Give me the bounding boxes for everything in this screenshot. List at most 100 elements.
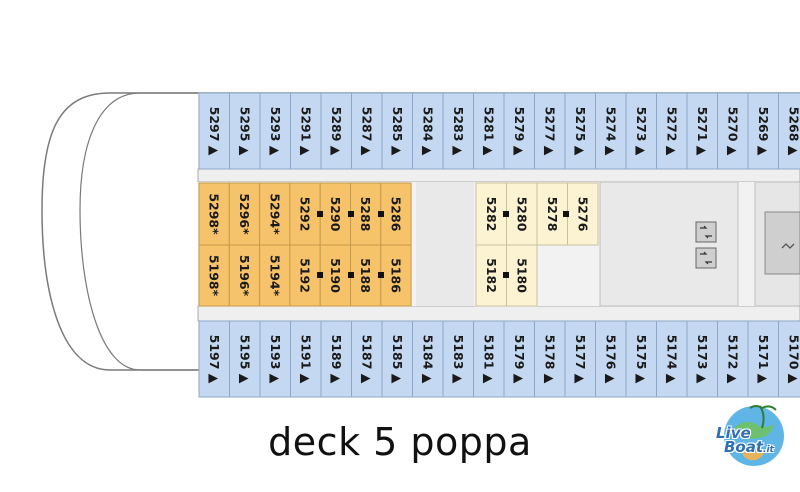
cabin-number: 5176 ▲	[603, 335, 618, 384]
cabin-number: 5270 ▲	[725, 107, 740, 156]
cabin-top-5272[interactable]: 5272 ▲	[656, 92, 688, 170]
logo-suffix: .it	[763, 445, 774, 455]
cabin-bottom-5181[interactable]: 5181 ▲	[473, 320, 505, 398]
cabin-inner-5188[interactable]: 5188	[350, 244, 382, 307]
cabin-inner-5186[interactable]: 5186	[380, 244, 412, 307]
cabin-number: 5189 ▲	[329, 335, 344, 384]
cabin-number: 5289 ▲	[329, 107, 344, 156]
logo-line2: Boat	[724, 438, 764, 456]
cabin-number: 5293 ▲	[268, 107, 283, 156]
cabin-number: 5292	[298, 197, 313, 232]
cabin-number: 5198*	[207, 255, 222, 297]
cabin-inner-5290[interactable]: 5290	[319, 182, 352, 246]
logo-line1: Live	[716, 424, 751, 442]
stairwell	[764, 211, 800, 275]
cabin-bottom-5174[interactable]: 5174 ▲	[656, 320, 688, 398]
cabin-number: 5287 ▲	[359, 107, 374, 156]
cabin-number: 5283 ▲	[451, 107, 466, 156]
cabin-inner-5192[interactable]: 5192	[289, 244, 321, 307]
cabin-top-5274[interactable]: 5274 ▲	[595, 92, 627, 170]
hull-inner-line	[79, 92, 198, 371]
cabin-number: 5170 ▲	[786, 335, 800, 384]
liveboat-logo: Live Boat.it	[712, 398, 796, 472]
cabin-inner-5198[interactable]: 5198*	[198, 244, 230, 307]
cabin-top-5277[interactable]: 5277 ▲	[534, 92, 566, 170]
cabin-number: 5178 ▲	[542, 335, 557, 384]
cabin-top-5289[interactable]: 5289 ▲	[320, 92, 352, 170]
cabin-number: 5294*	[267, 193, 282, 235]
cabin-top-5281[interactable]: 5281 ▲	[473, 92, 505, 170]
cabin-inner-5286[interactable]: 5286	[380, 182, 412, 246]
cabin-top-5293[interactable]: 5293 ▲	[259, 92, 291, 170]
cabin-number: 5195 ▲	[237, 335, 252, 384]
cabin-top-5297[interactable]: 5297 ▲	[198, 92, 230, 170]
cabin-top-5269[interactable]: 5269 ▲	[747, 92, 779, 170]
cabin-bottom-5195[interactable]: 5195 ▲	[229, 320, 261, 398]
cabin-bottom-5184[interactable]: 5184 ▲	[412, 320, 444, 398]
cabin-inner-5292[interactable]: 5292	[289, 182, 321, 246]
cabin-top-5268[interactable]: 5268 ▲	[778, 92, 800, 170]
cabin-inner-5282[interactable]: 5282	[475, 182, 507, 246]
cabin-top-5284[interactable]: 5284 ▲	[412, 92, 444, 170]
cabin-top-5295[interactable]: 5295 ▲	[229, 92, 261, 170]
cabin-top-5287[interactable]: 5287 ▲	[351, 92, 383, 170]
cabin-inner-5294[interactable]: 5294*	[259, 182, 291, 246]
cabin-number: 5280	[514, 197, 529, 232]
cabin-bottom-5171[interactable]: 5171 ▲	[747, 320, 779, 398]
elevator-icon	[695, 221, 717, 243]
cabin-top-5291[interactable]: 5291 ▲	[290, 92, 322, 170]
cabin-bottom-5172[interactable]: 5172 ▲	[717, 320, 749, 398]
cabin-inner-5278[interactable]: 5278	[536, 182, 568, 246]
cabin-number: 5192	[298, 258, 313, 293]
cabin-inner-5288[interactable]: 5288	[350, 182, 382, 246]
cabin-top-5285[interactable]: 5285 ▲	[381, 92, 413, 170]
cabin-bottom-5187[interactable]: 5187 ▲	[351, 320, 383, 398]
cabin-bottom-5193[interactable]: 5193 ▲	[259, 320, 291, 398]
cabin-top-5275[interactable]: 5275 ▲	[564, 92, 596, 170]
connecting-door-marker	[503, 272, 509, 278]
cabin-number: 5271 ▲	[695, 107, 710, 156]
cabin-inner-5196[interactable]: 5196*	[228, 244, 261, 307]
cabin-inner-5276[interactable]: 5276	[567, 182, 599, 246]
inner-block-left	[416, 182, 474, 306]
cabin-inner-5296[interactable]: 5296*	[228, 182, 261, 246]
cabin-number: 5281 ▲	[481, 107, 496, 156]
cabin-bottom-5191[interactable]: 5191 ▲	[290, 320, 322, 398]
cabin-inner-5280[interactable]: 5280	[506, 182, 538, 246]
cabin-bottom-5177[interactable]: 5177 ▲	[564, 320, 596, 398]
cabin-number: 5296*	[237, 193, 252, 235]
cabin-number: 5276	[575, 197, 590, 232]
cabin-number: 5184 ▲	[420, 335, 435, 384]
cabin-top-5271[interactable]: 5271 ▲	[686, 92, 718, 170]
cabin-top-5279[interactable]: 5279 ▲	[503, 92, 535, 170]
cabin-inner-5298[interactable]: 5298*	[198, 182, 230, 246]
cabin-bottom-5179[interactable]: 5179 ▲	[503, 320, 535, 398]
logo-text: Live Boat.it	[716, 424, 774, 456]
cabin-inner-5182[interactable]: 5182	[475, 244, 507, 307]
cabin-number: 5298*	[207, 193, 222, 235]
cabin-top-5270[interactable]: 5270 ▲	[717, 92, 749, 170]
cabin-top-5283[interactable]: 5283 ▲	[442, 92, 474, 170]
cabin-bottom-5183[interactable]: 5183 ▲	[442, 320, 474, 398]
cabin-bottom-5173[interactable]: 5173 ▲	[686, 320, 718, 398]
cabin-inner-5194[interactable]: 5194*	[259, 244, 291, 307]
cabin-number: 5182	[484, 258, 499, 293]
connecting-door-marker	[503, 211, 509, 217]
cabin-bottom-5178[interactable]: 5178 ▲	[534, 320, 566, 398]
stairs-icon	[781, 243, 795, 249]
cabin-number: 5297 ▲	[207, 107, 222, 156]
cabin-top-5273[interactable]: 5273 ▲	[625, 92, 657, 170]
cabin-inner-5180[interactable]: 5180	[506, 244, 538, 307]
cabin-number: 5179 ▲	[512, 335, 527, 384]
cabin-bottom-5185[interactable]: 5185 ▲	[381, 320, 413, 398]
connecting-door-marker	[563, 211, 569, 217]
cabin-bottom-5170[interactable]: 5170 ▲	[778, 320, 800, 398]
cabin-number: 5278	[545, 197, 560, 232]
cabin-bottom-5176[interactable]: 5176 ▲	[595, 320, 627, 398]
cabin-inner-5190[interactable]: 5190	[319, 244, 352, 307]
cabin-bottom-5197[interactable]: 5197 ▲	[198, 320, 230, 398]
cabin-number: 5295 ▲	[237, 107, 252, 156]
cabin-bottom-5189[interactable]: 5189 ▲	[320, 320, 352, 398]
cabin-bottom-5175[interactable]: 5175 ▲	[625, 320, 657, 398]
cabin-number: 5186	[388, 258, 403, 293]
